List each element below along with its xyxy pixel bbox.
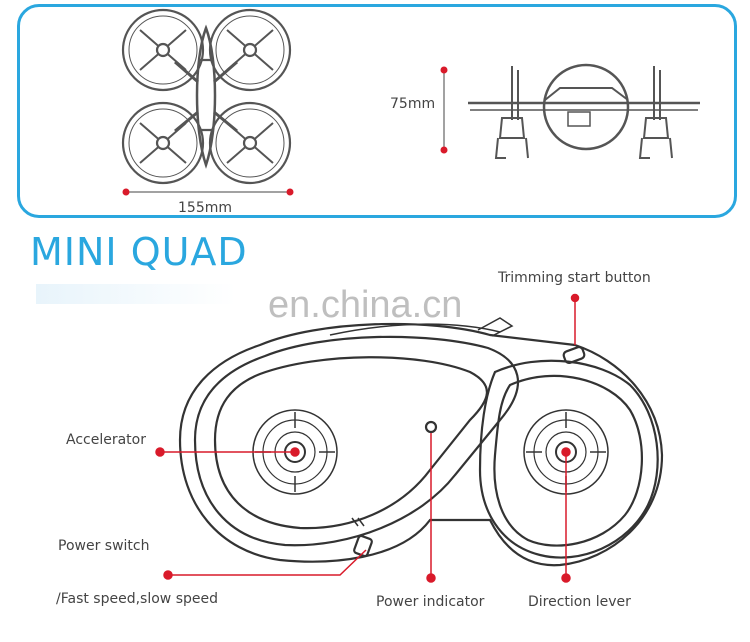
- quad-top-view: [121, 8, 292, 185]
- trim-marker: [570, 293, 580, 303]
- width-label: 155mm: [178, 200, 232, 216]
- trim-button-label: Trimming start button: [498, 270, 651, 286]
- callout-lines: [155, 293, 580, 583]
- brand-title: MINI QUAD: [30, 230, 248, 274]
- power-switch-marker: [163, 570, 173, 580]
- dimension-panel: [17, 4, 737, 218]
- power-indicator-label: Power indicator: [376, 594, 485, 610]
- direction-lever-label: Direction lever: [528, 594, 631, 610]
- power-switch-label: Power switch: [58, 538, 150, 554]
- controller-outline: [178, 317, 664, 567]
- height-dimension-line: [440, 66, 448, 154]
- power-indicator-marker: [426, 573, 436, 583]
- width-dimension-line: [122, 188, 294, 196]
- accelerator-marker: [155, 447, 165, 457]
- brand-underline: [36, 284, 236, 304]
- watermark: en.china.cn: [268, 284, 463, 326]
- accelerator-label: Accelerator: [66, 432, 146, 448]
- quad-side-view: [468, 63, 700, 159]
- direction-marker: [561, 573, 571, 583]
- height-label: 75mm: [390, 96, 436, 112]
- speed-label: /Fast speed,slow speed: [56, 591, 218, 607]
